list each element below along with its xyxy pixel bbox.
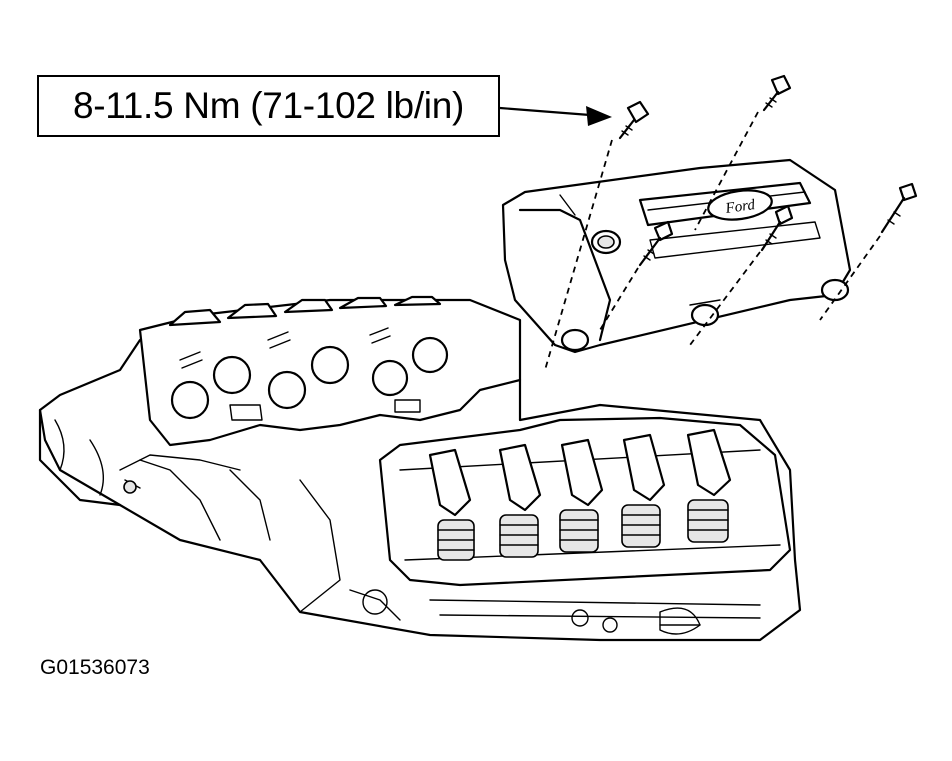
- figure-id-label: G01536073: [40, 656, 150, 679]
- alignment-dashed-lines: [544, 111, 881, 371]
- cylinder-head-right: [378, 416, 792, 587]
- rocker-arm-5: [686, 428, 732, 543]
- torque-callout-box: 8-11.5 Nm (71-102 lb/in): [37, 75, 500, 137]
- rocker-arm-1: [428, 448, 475, 561]
- leader-arrow-icon: [498, 106, 612, 126]
- torque-spec-label: 8-11.5 Nm (71-102 lb/in): [72, 85, 465, 126]
- valve-cover: Ford: [501, 158, 852, 354]
- rocker-arm-4: [621, 433, 666, 548]
- stud-bolt-icon: [618, 74, 918, 267]
- cylinder-head-left: [138, 295, 522, 447]
- ford-emblem-text: Ford: [724, 197, 757, 217]
- rocker-arm-2: [498, 443, 542, 558]
- rocker-arm-3: [559, 438, 604, 553]
